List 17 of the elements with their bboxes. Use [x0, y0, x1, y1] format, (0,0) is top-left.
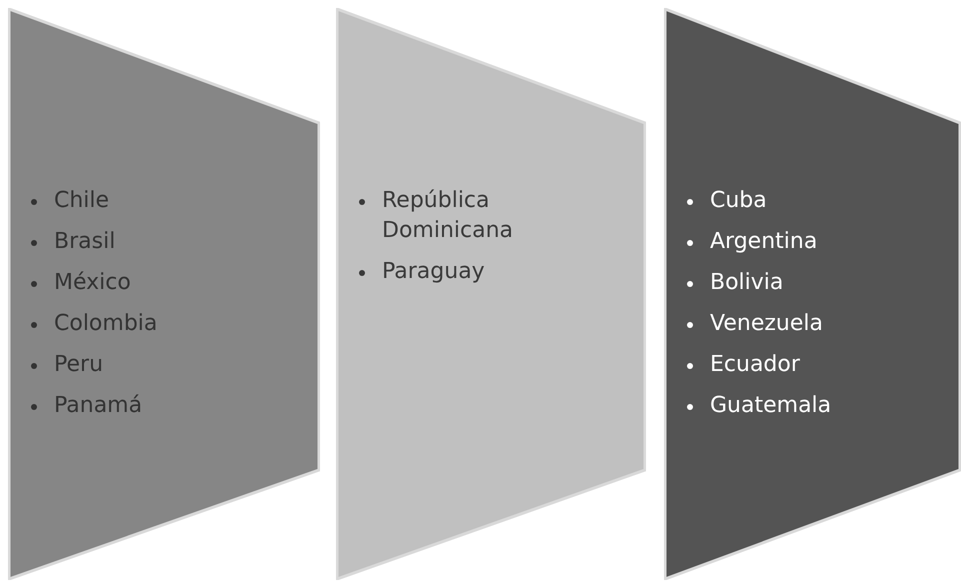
- list-item: México: [54, 269, 131, 297]
- list-item: Paraguay: [382, 258, 485, 286]
- list-item: Ecuador: [710, 351, 800, 379]
- list-item: Peru: [54, 351, 104, 379]
- list-item: Venezuela: [710, 310, 823, 338]
- trapezoid-panel: [336, 8, 646, 580]
- list-item: Chile: [54, 187, 110, 215]
- list-item: Brasil: [54, 228, 116, 256]
- list-item: República Dominicana: [382, 187, 514, 245]
- list-item: Bolivia: [710, 269, 784, 297]
- list-item: Argentina: [710, 228, 818, 256]
- list-item: Cuba: [710, 187, 767, 215]
- list-item: Guatemala: [710, 392, 832, 420]
- list-item: Colombia: [54, 310, 158, 338]
- list-item: Panamá: [54, 392, 142, 420]
- trapezoid-panel: [664, 8, 961, 580]
- trapezoid-panel: [8, 8, 320, 580]
